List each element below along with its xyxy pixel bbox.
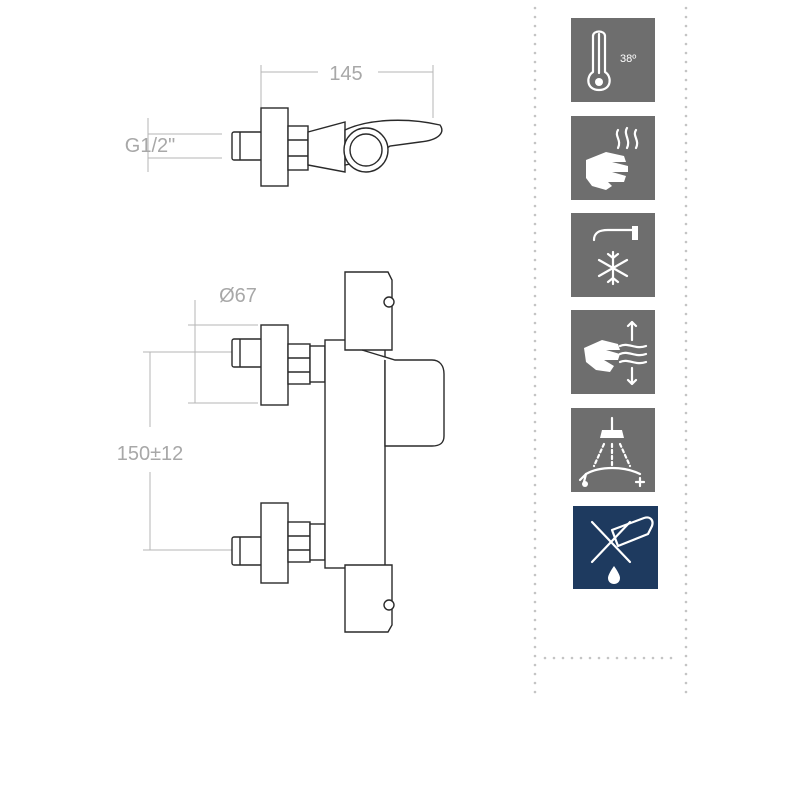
no-limescale-icon xyxy=(573,506,658,589)
cold-spout-snowflake-icon xyxy=(571,213,655,297)
hand-water-flow-icon xyxy=(571,310,655,394)
shower-hot-cold-icon xyxy=(571,408,655,492)
hot-water-hand-icon xyxy=(571,116,655,200)
width-dimension-label: 145 xyxy=(329,63,362,85)
thread-dimension-label: G1/2" xyxy=(125,135,175,157)
top-view-drawing: 145 G1/2" xyxy=(125,63,443,187)
spacing-dimension-label: 150±12 xyxy=(117,443,184,465)
thermometer-icon: 38º xyxy=(571,18,655,102)
front-view-drawing: Ø67 150±12 xyxy=(117,271,445,633)
diameter-dimension-label: Ø67 xyxy=(219,285,257,307)
thermometer-temperature-label: 38º xyxy=(620,53,636,65)
